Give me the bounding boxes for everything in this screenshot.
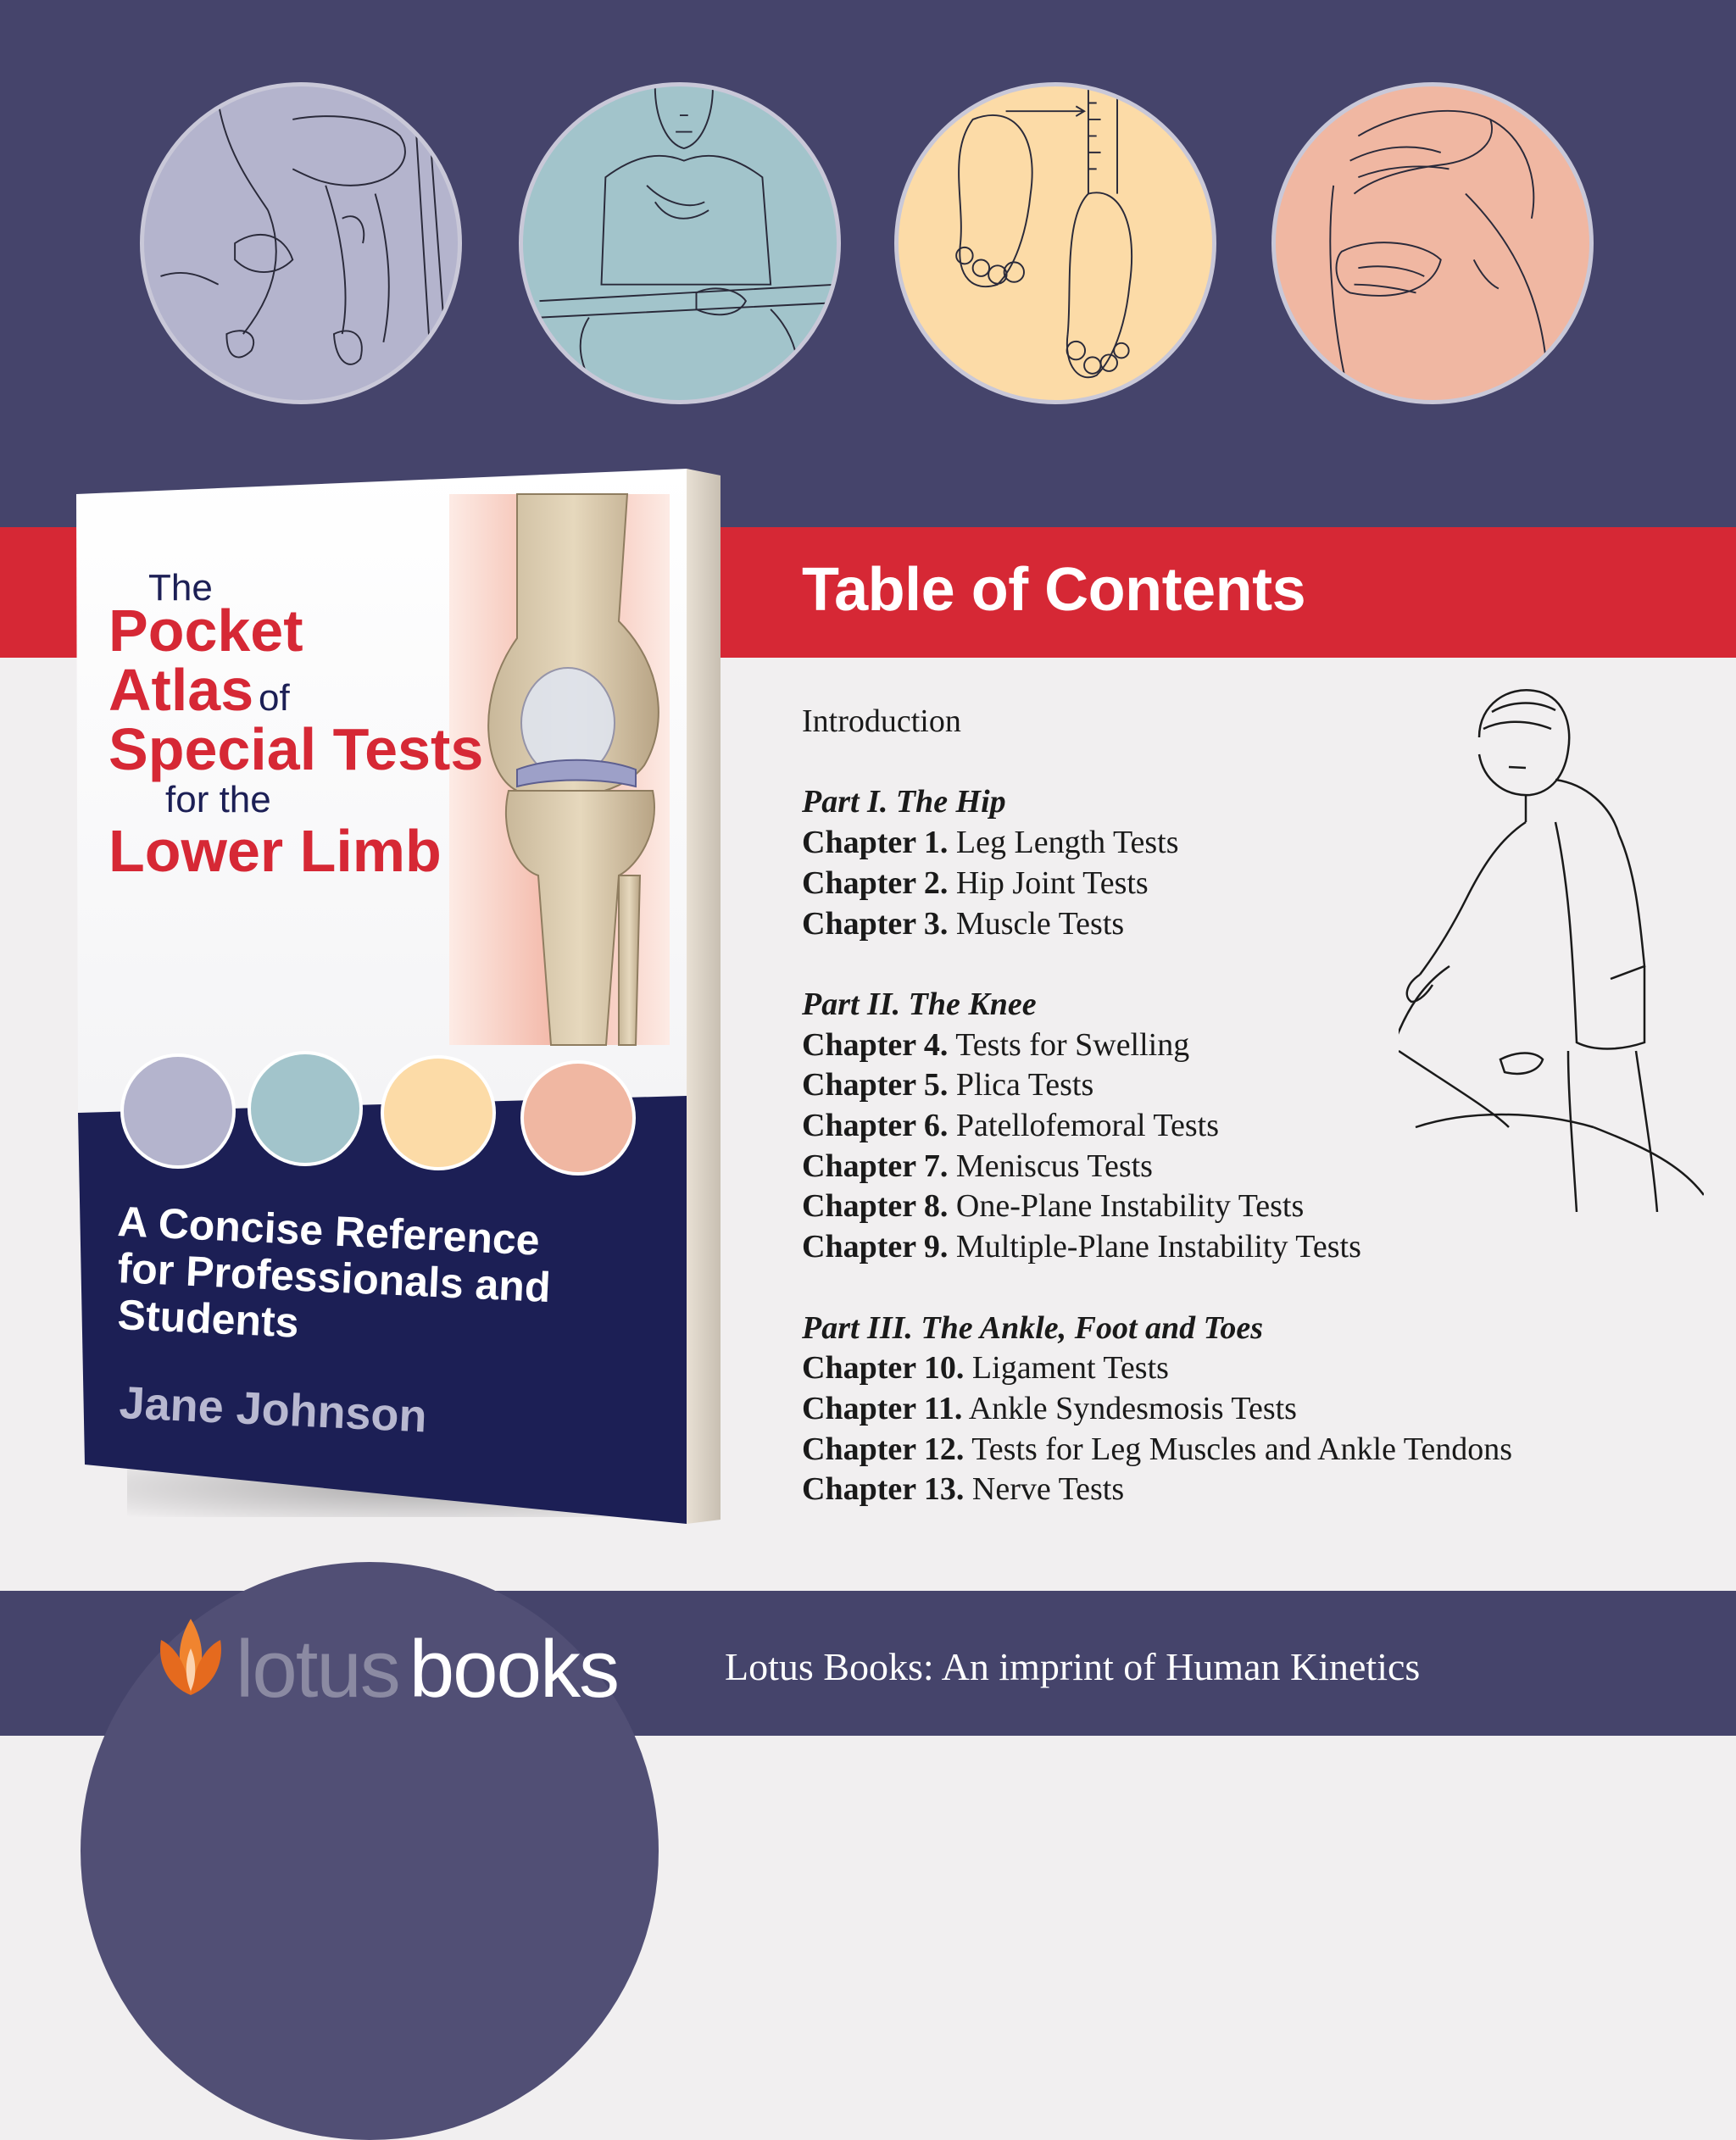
lotus-icon: [160, 1619, 221, 1695]
toc-title: Table of Contents: [802, 556, 1306, 624]
book-title-lower-limb: Lower Limb: [108, 818, 442, 884]
toc-intro: Introduction: [802, 703, 961, 739]
toc-chapter: Chapter 11. Ankle Syndesmosis Tests: [802, 1390, 1297, 1426]
cover-circle-salmon: [520, 1060, 636, 1176]
toc-chapter: Chapter 10. Ligament Tests: [802, 1350, 1169, 1387]
toc-chapter: Chapter 3. Muscle Tests: [802, 905, 1125, 942]
toc-part-3: Part III. The Ankle, Foot and Toes: [802, 1309, 1264, 1346]
book-title-special-tests: Special Tests: [108, 716, 483, 782]
toc-chapter: Chapter 13. Nerve Tests: [802, 1471, 1125, 1508]
toc-chapter: Chapter 1. Leg Length Tests: [802, 825, 1179, 861]
book-title-atlas: Atlas: [108, 657, 253, 723]
seated-exam-illustration: [519, 82, 841, 404]
cover-circle-teal: [248, 1051, 363, 1166]
book-subtitle-line3: Students: [117, 1291, 300, 1347]
book-cover: The Pocket Atlas of Special Tests for th…: [76, 469, 721, 1524]
toc-chapter: Chapter 9. Multiple-Plane Instability Te…: [802, 1229, 1361, 1265]
toc-chapter: Chapter 8. One-Plane Instability Tests: [802, 1188, 1305, 1225]
cover-circle-peach: [381, 1055, 496, 1170]
logo-word-books: books: [409, 1624, 620, 1715]
foot-measure-illustration: [894, 82, 1216, 404]
toc-list: Introduction Part I. The Hip Chapter 1. …: [802, 702, 1512, 1510]
imprint-text: Lotus Books: An imprint of Human Kinetic…: [725, 1645, 1421, 1688]
book-title-pocket: Pocket: [108, 598, 303, 664]
cover-circle-lavender: [120, 1053, 236, 1169]
toc-chapter: Chapter 7. Meniscus Tests: [802, 1148, 1153, 1184]
logo-word-lotus: lotus: [236, 1624, 401, 1715]
hand-on-leg-illustration: [1271, 82, 1594, 404]
toc-chapter: Chapter 2. Hip Joint Tests: [802, 864, 1149, 901]
toc-chapter: Chapter 6. Patellofemoral Tests: [802, 1108, 1219, 1143]
clinician-illustration: [1399, 689, 1704, 1212]
book-title-for-the: for the: [165, 779, 271, 820]
book-title-of: of: [259, 677, 290, 719]
toc-chapter: Chapter 5. Plica Tests: [802, 1067, 1094, 1103]
book-title-the: The: [148, 567, 213, 609]
leg-exam-illustration: [140, 82, 462, 404]
toc-part-2: Part II. The Knee: [802, 986, 1037, 1022]
toc-chapter: Chapter 12. Tests for Leg Muscles and An…: [802, 1431, 1513, 1467]
toc-part-1: Part I. The Hip: [802, 784, 1006, 820]
toc-chapter: Chapter 4. Tests for Swelling: [802, 1026, 1190, 1063]
